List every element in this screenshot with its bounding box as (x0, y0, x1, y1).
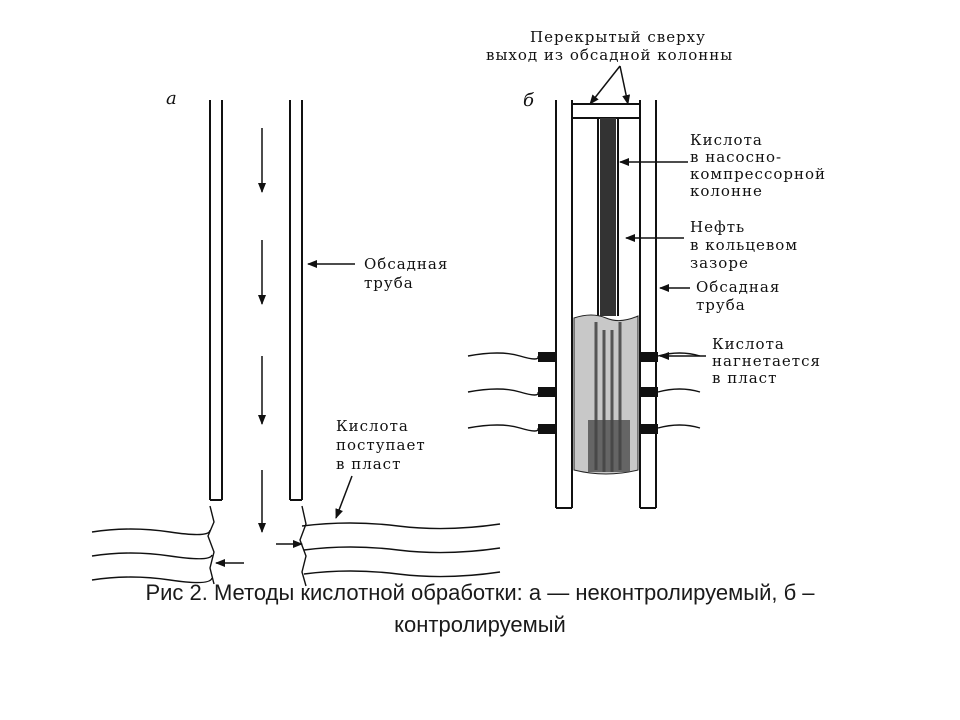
panel-b-acid-zone (573, 314, 639, 475)
svg-text:Кислота: Кислота (690, 131, 763, 149)
panel-b-casing (555, 100, 657, 509)
panel-a-casing (209, 100, 303, 501)
caption-line-2: контролируемый (394, 612, 566, 637)
svg-text:Кислота: Кислота (336, 417, 409, 435)
figure-caption: Рис 2. Методы кислотной обработки: а — н… (145, 580, 815, 637)
panel-b-perforations (538, 352, 658, 434)
svg-text:в кольцевом: в кольцевом (690, 236, 798, 254)
svg-text:поступает: поступает (336, 436, 426, 454)
panel-b-oil-label: Нефть в кольцевом зазоре (625, 218, 798, 272)
svg-text:в пласт: в пласт (712, 369, 777, 387)
svg-text:Обсадная: Обсадная (364, 255, 448, 273)
svg-text:труба: труба (696, 296, 746, 314)
panel-b-casing-label: Обсадная труба (659, 278, 780, 314)
panel-b: б Перекрытый сверху выход из обсадной ко… (467, 28, 826, 509)
svg-text:нагнетается: нагнетается (712, 352, 821, 370)
svg-text:Нефть: Нефть (690, 218, 745, 236)
svg-text:Перекрытый сверху: Перекрытый сверху (530, 28, 706, 46)
svg-text:колонне: колонне (690, 182, 763, 200)
svg-text:зазоре: зазоре (690, 254, 749, 272)
caption-line-1: Рис 2. Методы кислотной обработки: а — н… (145, 580, 815, 605)
svg-text:выход из обсадной колонны: выход из обсадной колонны (486, 46, 733, 64)
svg-text:в насосно-: в насосно- (690, 148, 782, 166)
svg-text:Кислота: Кислота (712, 335, 785, 353)
panel-a-acid-label: Кислота поступает в пласт (335, 417, 426, 519)
svg-text:компрессорной: компрессорной (690, 165, 826, 183)
svg-text:в пласт: в пласт (336, 455, 401, 473)
svg-text:Обсадная: Обсадная (696, 278, 780, 296)
panel-a-side-arrows (215, 540, 303, 567)
panel-a-casing-label: Обсадная труба (307, 255, 448, 292)
panel-b-letter: б (523, 90, 535, 111)
svg-text:труба: труба (364, 274, 414, 292)
panel-b-tubing (597, 118, 619, 316)
panel-b-inject-label: Кислота нагнетается в пласт (659, 335, 821, 387)
panel-b-top-label: Перекрытый сверху выход из обсадной коло… (486, 28, 733, 105)
panel-a: а (91, 88, 501, 587)
panel-a-formation (91, 505, 501, 587)
panel-b-acid-tubing-label: Кислота в насосно- компрессорной колонне (619, 131, 826, 200)
panel-a-letter: а (166, 88, 177, 109)
